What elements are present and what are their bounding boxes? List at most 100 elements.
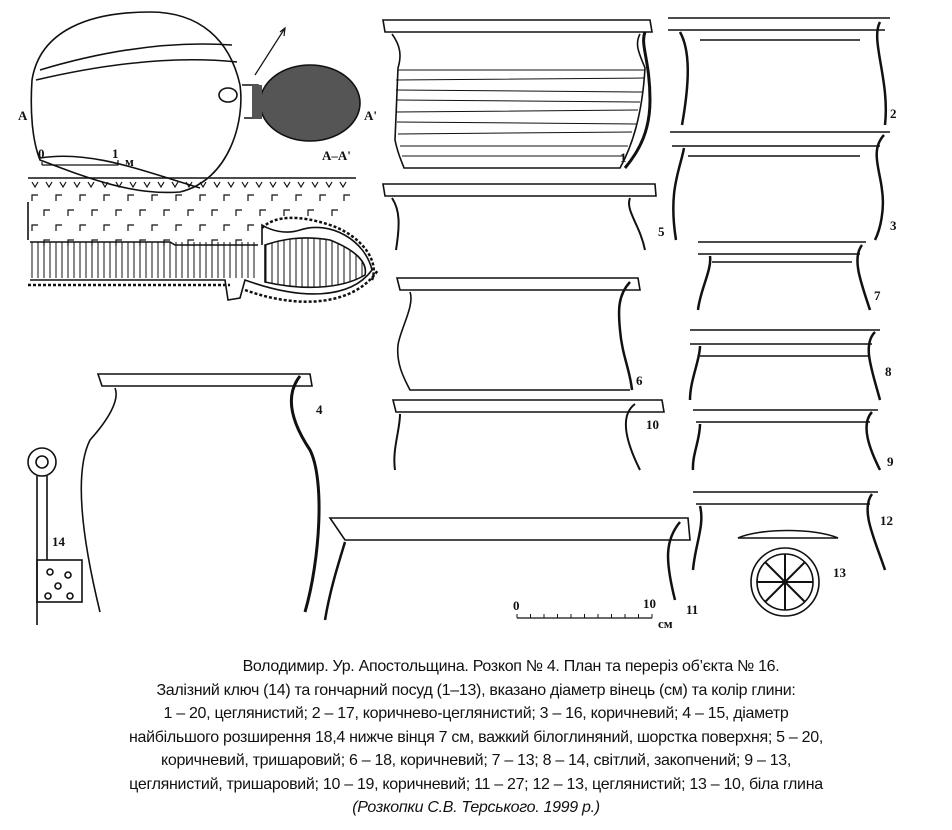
vessel-1 xyxy=(382,19,653,169)
soil-mark xyxy=(43,209,50,216)
turf-mark xyxy=(45,181,53,189)
caption-title: Володимир. Ур. Апостольщина. Розкоп № 4.… xyxy=(242,658,780,675)
soil-layer-marks xyxy=(31,181,350,246)
label-12: 12 xyxy=(880,513,893,528)
pit-section xyxy=(27,177,380,303)
turf-mark xyxy=(115,181,123,189)
label-5: 5 xyxy=(658,224,665,239)
turf-mark xyxy=(129,181,137,189)
soil-mark xyxy=(55,194,62,201)
label-1: 1 xyxy=(620,150,627,165)
item-13-lid-and-wheel xyxy=(737,529,839,617)
turf-mark xyxy=(325,181,333,189)
vessel-12 xyxy=(691,491,887,571)
turf-mark xyxy=(339,181,347,189)
soil-mark xyxy=(199,194,206,201)
vessel-9 xyxy=(691,409,882,471)
vessel-3 xyxy=(670,131,890,241)
soil-mark xyxy=(163,209,170,216)
turf-mark xyxy=(157,181,165,189)
soil-mark xyxy=(151,194,158,201)
soil-mark xyxy=(115,209,122,216)
soil-mark xyxy=(331,209,338,216)
vessel-10 xyxy=(391,399,665,471)
soil-mark xyxy=(187,239,194,246)
soil-mark xyxy=(55,224,62,231)
figure-caption: Володимир. Ур. Апостольщина. Розкоп № 4.… xyxy=(6,655,946,820)
soil-mark xyxy=(271,194,278,201)
soil-mark xyxy=(295,194,302,201)
soil-mark xyxy=(139,239,146,246)
soil-mark xyxy=(187,209,194,216)
vessel-number-labels: 1 2 3 4 5 6 7 8 9 10 11 12 13 14 xyxy=(52,106,897,617)
turf-mark xyxy=(73,181,81,189)
soil-mark xyxy=(319,194,326,201)
soil-mark xyxy=(115,239,122,246)
soil-mark xyxy=(43,239,50,246)
turf-mark xyxy=(101,181,109,189)
soil-mark xyxy=(247,224,254,231)
vessel-6 xyxy=(395,277,641,391)
caption-line-3: 1 – 20, цеглянистий; 2 – 17, коричнево-ц… xyxy=(163,705,789,722)
soil-mark xyxy=(223,224,230,231)
scale-bar-10cm: 0 10 см xyxy=(513,596,673,631)
scale-unit: см xyxy=(658,616,673,631)
turf-mark xyxy=(87,181,95,189)
soil-mark xyxy=(127,224,134,231)
label-9: 9 xyxy=(887,454,894,469)
soil-mark xyxy=(103,224,110,231)
label-14: 14 xyxy=(52,534,66,549)
section-label: A–A' xyxy=(322,148,351,163)
pit-plan: A A' 0 1 м A–A' xyxy=(18,11,377,194)
turf-mark xyxy=(311,181,319,189)
soil-mark xyxy=(103,194,110,201)
soil-mark xyxy=(31,194,38,201)
soil-mark xyxy=(91,239,98,246)
label-7: 7 xyxy=(874,288,881,303)
soil-mark xyxy=(79,194,86,201)
turf-mark xyxy=(171,181,179,189)
soil-mark xyxy=(211,239,218,246)
soil-mark xyxy=(79,224,86,231)
turf-mark xyxy=(297,181,305,189)
turf-mark xyxy=(185,181,193,189)
soil-mark xyxy=(211,209,218,216)
soil-mark xyxy=(175,194,182,201)
soil-mark xyxy=(235,239,242,246)
scale-zero: 0 xyxy=(513,598,520,613)
turf-mark xyxy=(199,181,207,189)
vessel-7 xyxy=(696,241,872,311)
soil-mark xyxy=(151,224,158,231)
soil-mark xyxy=(175,224,182,231)
soil-mark xyxy=(163,239,170,246)
soil-mark xyxy=(247,194,254,201)
turf-mark xyxy=(283,181,291,189)
turf-mark xyxy=(143,181,151,189)
soil-mark xyxy=(223,194,230,201)
label-3: 3 xyxy=(890,218,897,233)
caption-line-2: Залізний ключ (14) та гончарний посуд (1… xyxy=(156,681,796,699)
label-8: 8 xyxy=(885,364,892,379)
soil-mark xyxy=(67,239,74,246)
vessel-4 xyxy=(80,373,321,613)
soil-mark xyxy=(343,194,350,201)
vessel-8 xyxy=(688,329,882,401)
plan-scale-zero: 0 xyxy=(38,146,45,161)
label-13: 13 xyxy=(833,565,847,580)
caption-credit: (Розкопки С.В. Терського. 1999 р.) xyxy=(352,799,600,816)
soil-mark xyxy=(139,209,146,216)
vessel-2 xyxy=(668,17,890,126)
scale-ten: 10 xyxy=(643,596,656,611)
label-10: 10 xyxy=(646,417,659,432)
turf-mark xyxy=(59,181,67,189)
soil-mark xyxy=(259,209,266,216)
plan-label-a: A xyxy=(18,108,28,123)
turf-mark xyxy=(213,181,221,189)
soil-mark xyxy=(235,209,242,216)
soil-mark xyxy=(307,209,314,216)
soil-mark xyxy=(283,209,290,216)
turf-mark xyxy=(269,181,277,189)
vessel-5 xyxy=(382,183,657,251)
soil-mark xyxy=(91,209,98,216)
plan-scale-one: 1 xyxy=(112,146,119,161)
